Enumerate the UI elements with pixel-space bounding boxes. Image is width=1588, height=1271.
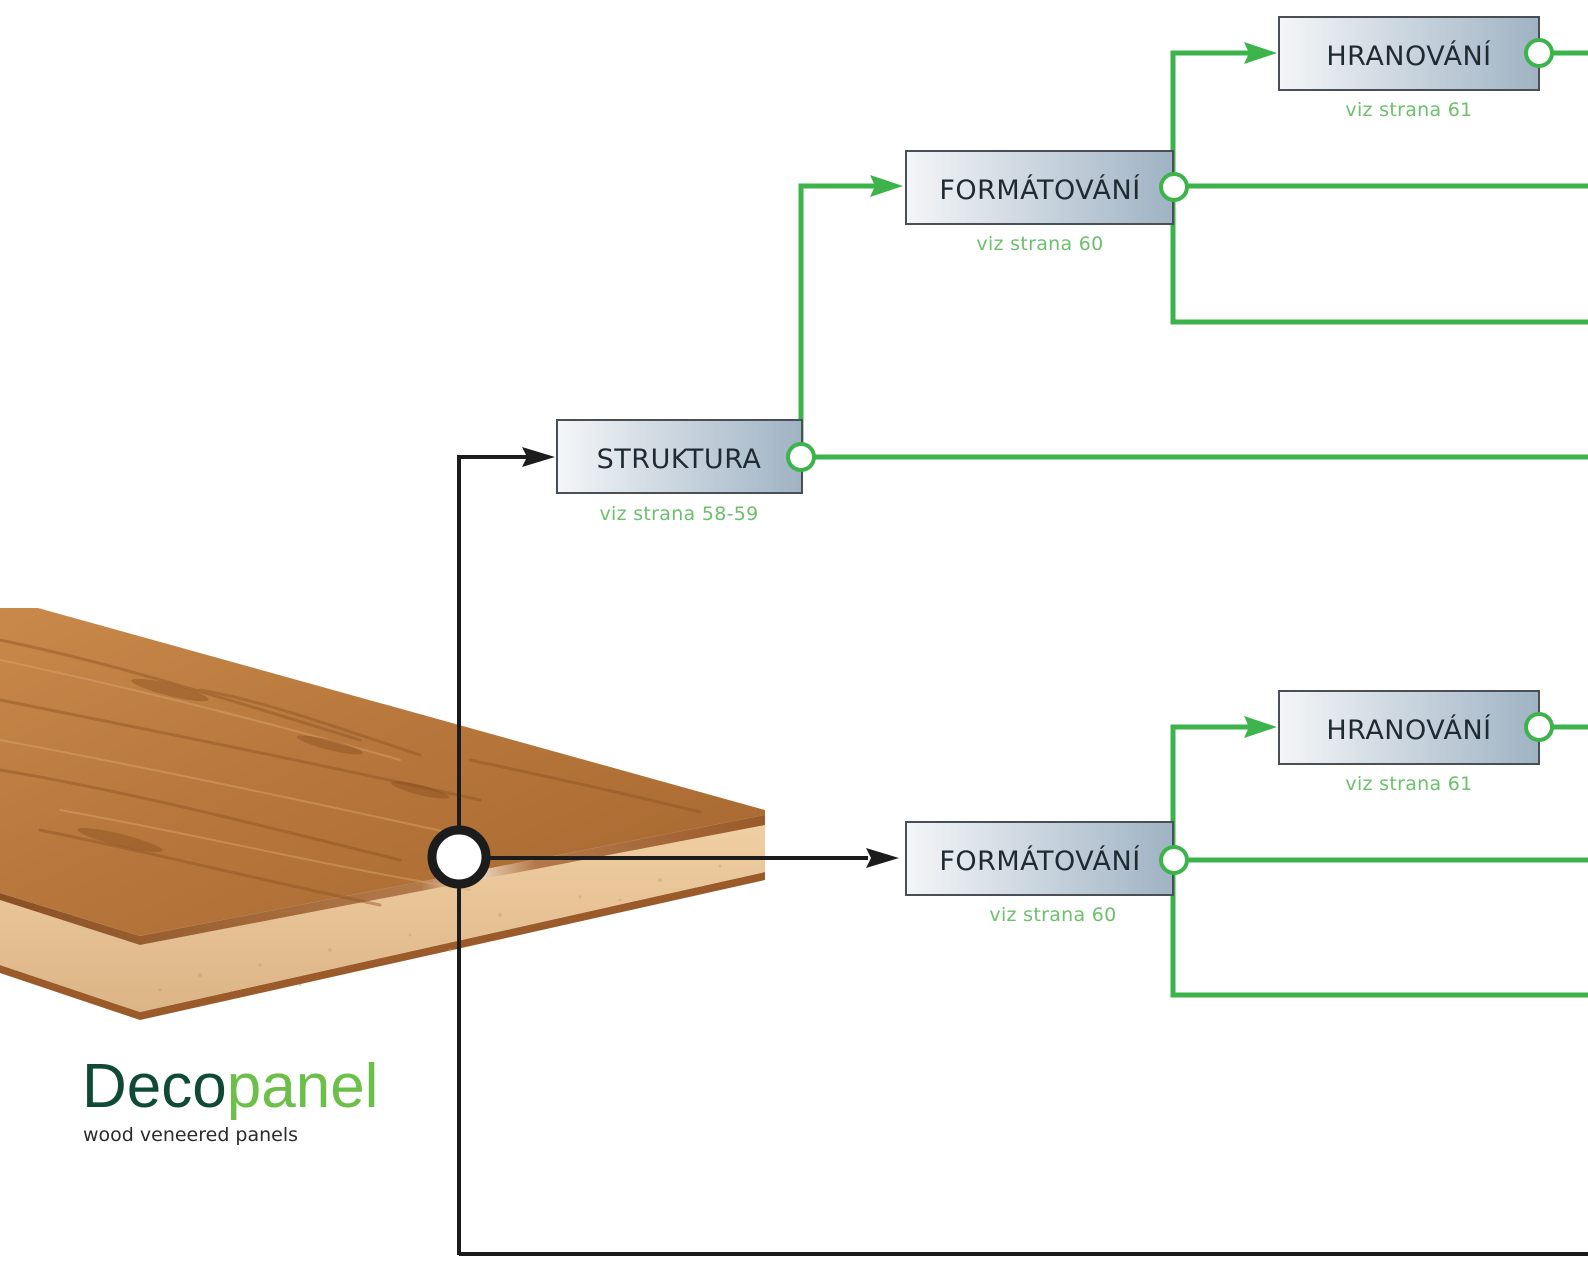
circle-connector-icon <box>1524 712 1554 742</box>
node-formatovani-top: FORMÁTOVÁNÍ viz strana 60 <box>905 150 1174 255</box>
circle-connector-icon <box>1524 38 1554 68</box>
start-node-icon <box>427 825 491 889</box>
brand-logo: Decopanel wood veneered panels <box>82 1052 378 1146</box>
node-formatovani-top-label: FORMÁTOVÁNÍ <box>939 174 1140 206</box>
connector-circles <box>786 38 1554 875</box>
node-struktura-label: STRUKTURA <box>597 444 762 475</box>
node-formatovani-bottom-ref: viz strana 60 <box>989 904 1116 926</box>
connector-to-struktura <box>457 455 528 1255</box>
arrow-head-icon <box>866 848 899 868</box>
connector-formatovani-top-lower <box>1170 200 1588 325</box>
node-hranovani-bottom-label: HRANOVÁNÍ <box>1326 714 1491 746</box>
connector-formatovani-to-hranovani-bottom <box>1170 724 1250 846</box>
wood-panel-illustration <box>0 608 765 1020</box>
arrow-head-icon <box>1244 716 1277 738</box>
brand-name-part2: panel <box>227 1052 379 1121</box>
arrow-head-icon <box>870 175 903 197</box>
connector-struktura-to-formatovani <box>798 183 878 443</box>
circle-connector-icon <box>1159 845 1189 875</box>
node-hranovani-top-ref: viz strana 61 <box>1345 99 1472 121</box>
circle-connector-icon <box>1159 172 1189 202</box>
node-formatovani-top-ref: viz strana 60 <box>976 233 1103 255</box>
node-formatovani-bottom-label: FORMÁTOVÁNÍ <box>939 845 1140 877</box>
node-formatovani-bottom: FORMÁTOVÁNÍ viz strana 60 <box>905 821 1174 926</box>
node-hranovani-bottom-ref: viz strana 61 <box>1345 773 1472 795</box>
node-struktura: STRUKTURA viz strana 58-59 <box>556 419 803 525</box>
arrow-head-icon <box>1244 42 1277 64</box>
brand-tagline: wood veneered panels <box>83 1124 298 1146</box>
brand-name-part1: Deco <box>82 1052 227 1121</box>
arrow-head-icon <box>522 447 555 467</box>
circle-connector-icon <box>786 442 816 472</box>
node-hranovani-top: HRANOVÁNÍ viz strana 61 <box>1278 16 1540 121</box>
node-hranovani-top-label: HRANOVÁNÍ <box>1326 40 1491 72</box>
connector-formatovani-to-hranovani-top <box>1170 50 1250 172</box>
black-connectors <box>457 455 1588 1256</box>
node-struktura-ref: viz strana 58-59 <box>599 503 758 525</box>
svg-text:Decopanel: Decopanel <box>82 1052 378 1121</box>
green-connectors <box>798 50 1588 998</box>
node-hranovani-bottom: HRANOVÁNÍ viz strana 61 <box>1278 690 1540 795</box>
connector-formatovani-bottom-lower <box>1170 874 1588 998</box>
green-arrow-heads <box>870 42 1277 738</box>
